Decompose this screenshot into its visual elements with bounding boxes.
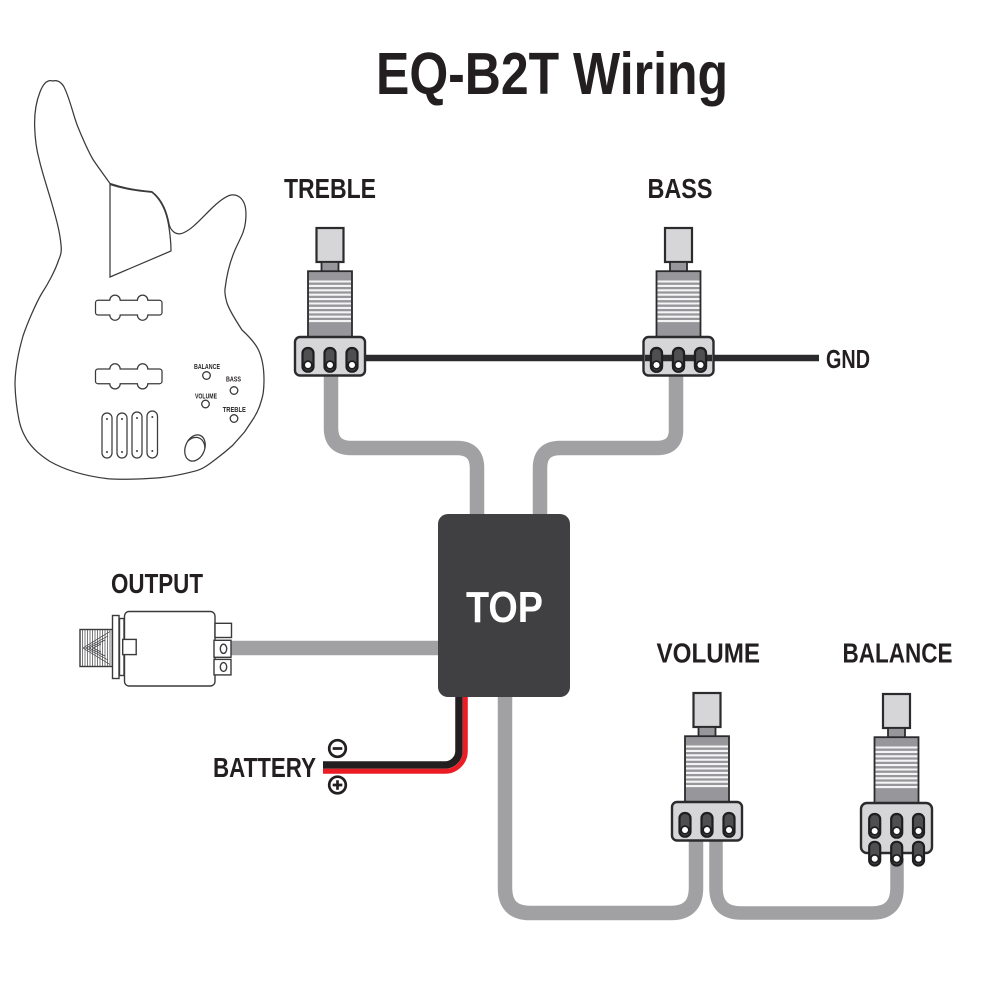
svg-text:OUTPUT: OUTPUT bbox=[111, 568, 203, 599]
svg-text:BALANCE: BALANCE bbox=[843, 638, 953, 669]
svg-text:VOLUME: VOLUME bbox=[657, 638, 761, 669]
svg-text:GND: GND bbox=[826, 344, 870, 374]
svg-text:TOP: TOP bbox=[466, 583, 543, 632]
svg-text:VOLUME: VOLUME bbox=[195, 394, 217, 401]
svg-text:TREBLE: TREBLE bbox=[223, 407, 246, 414]
svg-text:BASS: BASS bbox=[226, 377, 241, 384]
svg-text:EQ-B2T Wiring: EQ-B2T Wiring bbox=[376, 41, 728, 107]
svg-text:BASS: BASS bbox=[648, 173, 713, 204]
svg-text:TREBLE: TREBLE bbox=[284, 173, 376, 204]
svg-text:BALANCE: BALANCE bbox=[194, 364, 220, 371]
svg-text:BATTERY: BATTERY bbox=[213, 752, 316, 783]
